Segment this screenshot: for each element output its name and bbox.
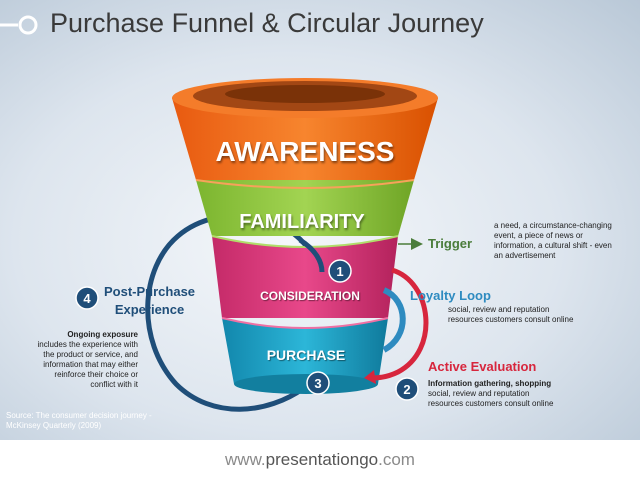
logo-icon	[0, 15, 38, 35]
familiarity-label: FAMILIARITY	[239, 211, 365, 233]
page-title: Purchase Funnel & Circular Journey	[50, 8, 484, 38]
layer-edge-3	[221, 317, 389, 329]
layer-edge-2	[211, 235, 399, 248]
active-evaluation-description: Information gathering, shopping social, …	[428, 379, 554, 408]
post-purchase-loop-front	[298, 237, 325, 273]
active-evaluation-arrowhead	[364, 370, 376, 384]
footer-suffix: .com	[378, 450, 415, 469]
diagram-canvas: 1 2 3 4	[75, 78, 438, 412]
footer-prefix: www.	[225, 450, 266, 469]
trigger-description: a need, a circumstance-changing event, a…	[494, 221, 612, 260]
step-3-badge: 3	[306, 371, 330, 395]
step-2-badge: 2	[395, 377, 419, 401]
funnel-consideration	[212, 236, 398, 318]
funnel-purchase-bottom	[234, 374, 378, 394]
loyalty-loop-label: Loyalty Loop	[410, 288, 491, 303]
post-purchase-label: Post-Purchase Experience	[104, 284, 196, 317]
svg-text:2: 2	[403, 382, 410, 397]
funnel-purchase	[222, 318, 388, 384]
funnel-familiarity	[196, 180, 414, 236]
svg-text:1: 1	[336, 264, 343, 279]
svg-text:3: 3	[314, 376, 321, 391]
source-note: Source: The consumer decision journey - …	[6, 411, 152, 430]
consideration-label: CONSIDERATION	[260, 289, 360, 303]
post-purchase-description: Ongoing exposure includes the experience…	[37, 330, 138, 389]
loyalty-loop-arc	[382, 287, 406, 353]
slide: Purchase Funnel & Circular Journey	[0, 0, 640, 440]
awareness-label: AWARENESS	[215, 136, 395, 167]
funnel-awareness	[172, 98, 438, 180]
layer-edge-1	[195, 179, 415, 189]
svg-text:4: 4	[83, 291, 91, 306]
active-evaluation-label: Active Evaluation	[428, 359, 537, 374]
trigger-label: Trigger	[428, 236, 473, 251]
loyalty-loop-description: social, review and reputation resources …	[448, 305, 574, 324]
step-1-badge: 1	[328, 259, 352, 283]
footer: www.presentationgo.com	[0, 440, 640, 480]
funnel-opening-depth	[225, 85, 385, 103]
step-4-badge: 4	[75, 286, 99, 310]
active-evaluation-arc	[371, 267, 429, 381]
purchase-label: PURCHASE	[266, 347, 346, 363]
footer-brand[interactable]: presentationgo	[265, 450, 379, 469]
